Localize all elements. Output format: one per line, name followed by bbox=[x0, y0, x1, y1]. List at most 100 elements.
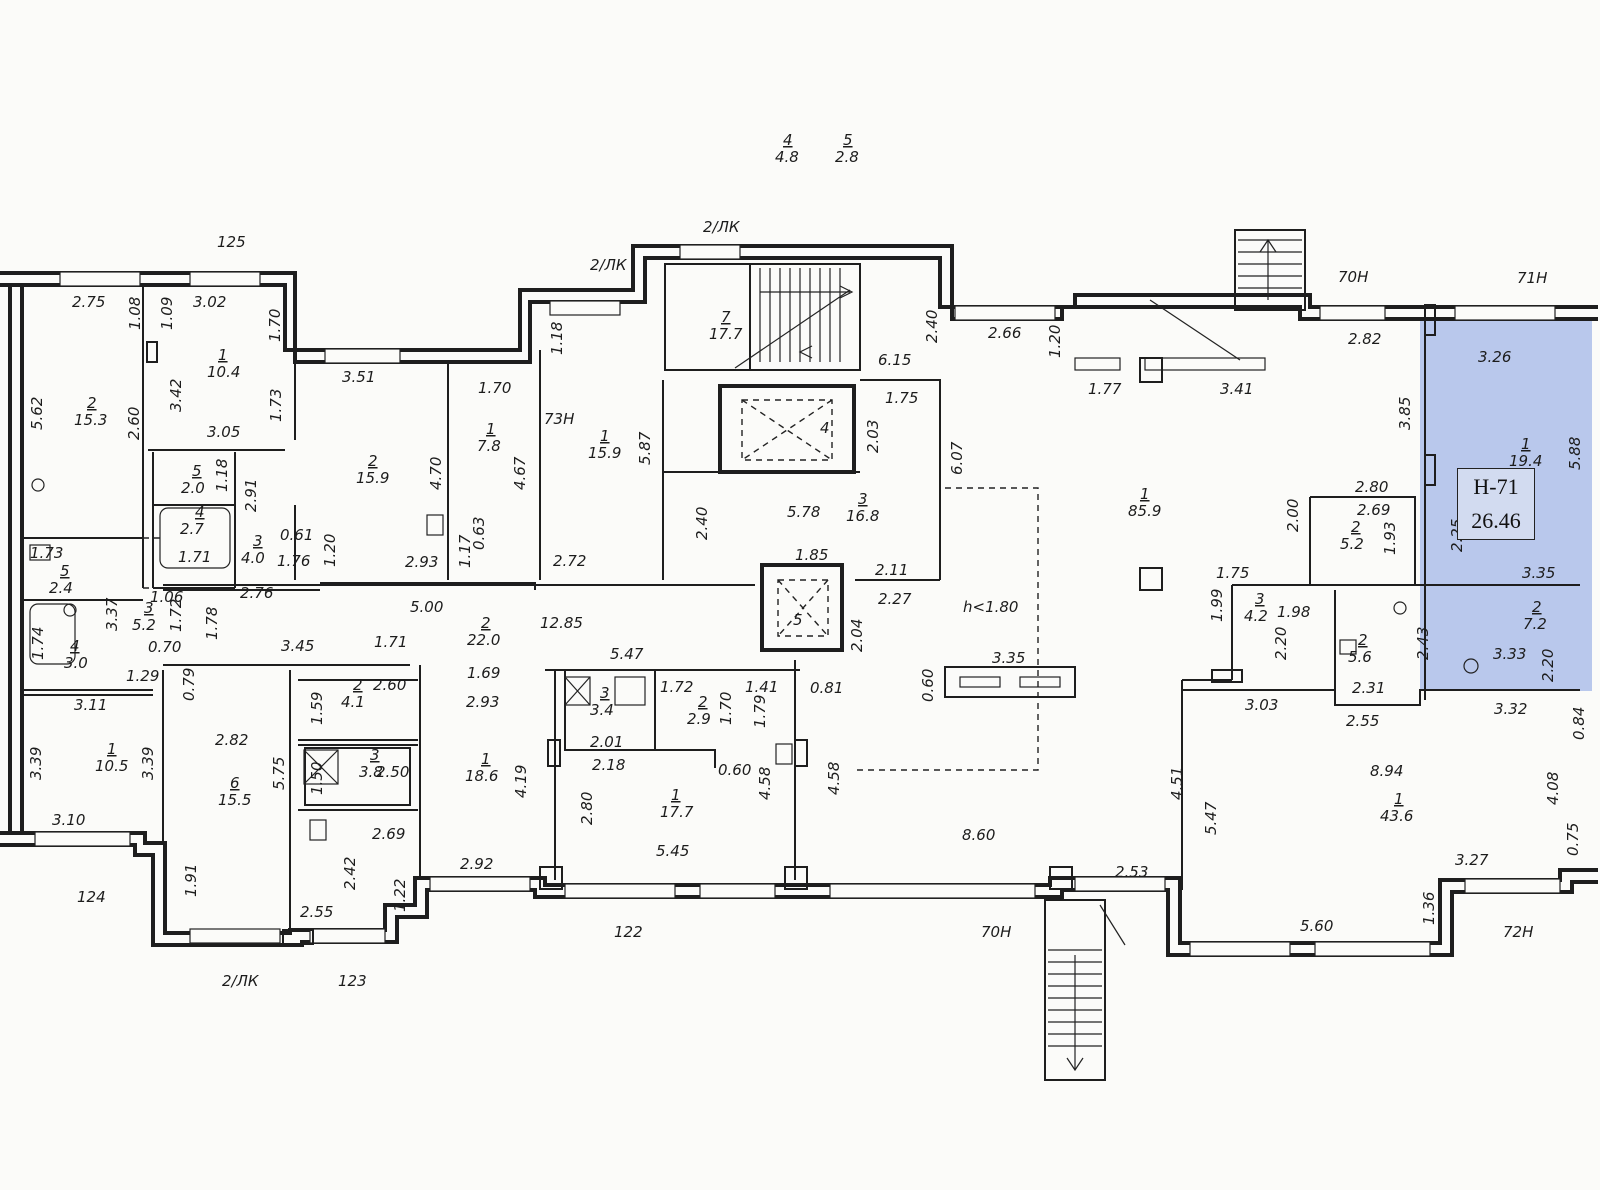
room-area: 15.3 bbox=[74, 411, 107, 429]
dim: 2.03 bbox=[864, 420, 882, 453]
dim: 1.69 bbox=[467, 664, 500, 682]
room-number: 4 bbox=[820, 419, 830, 437]
dim: 0.79 bbox=[180, 668, 198, 701]
room-number: 4 bbox=[195, 503, 205, 521]
room-area: 5.6 bbox=[1348, 648, 1372, 666]
dim: 2.92 bbox=[460, 855, 493, 873]
dim: 2.93 bbox=[466, 693, 499, 711]
fixtures bbox=[29, 478, 1479, 841]
dim: 2.60 bbox=[125, 407, 143, 440]
dim: 2.04 bbox=[848, 619, 866, 652]
room-area: 18.6 bbox=[465, 767, 498, 785]
dim: 1.85 bbox=[795, 546, 828, 564]
dim: 4.08 bbox=[1544, 772, 1562, 805]
dim: 4.58 bbox=[825, 762, 843, 795]
room-number: 2 bbox=[368, 452, 378, 470]
room-area: 4.2 bbox=[1244, 607, 1268, 625]
dim: 2.40 bbox=[923, 310, 941, 343]
room-area: 85.9 bbox=[1128, 502, 1161, 520]
dim: 3.45 bbox=[281, 637, 314, 655]
unit-label: 72Н bbox=[1503, 923, 1533, 941]
dimension-labels: 2.75 1.08 1.09 3.02 1.70 5.62 3.42 2.60 … bbox=[27, 293, 1588, 935]
room-area: 7.8 bbox=[477, 437, 501, 455]
dim: 1.18 bbox=[548, 322, 566, 355]
room-area: 10.4 bbox=[207, 363, 240, 381]
room-number: 2 bbox=[1358, 631, 1368, 649]
room-number: 5 bbox=[793, 611, 803, 629]
dim: 3.05 bbox=[207, 423, 240, 441]
room-number: 1 bbox=[600, 427, 610, 445]
unit-label: 2/ЛК bbox=[222, 972, 260, 990]
dim: 2.00 bbox=[1284, 499, 1302, 532]
dashed-zones bbox=[143, 487, 1039, 771]
dim: 1.70 bbox=[266, 309, 284, 342]
room-area: 15.5 bbox=[218, 791, 251, 809]
dim: 3.37 bbox=[103, 597, 121, 631]
dim: 1.77 bbox=[1088, 380, 1122, 398]
dim: 3.35 bbox=[992, 649, 1025, 667]
columns bbox=[146, 304, 1436, 945]
room-area: 17.7 bbox=[709, 325, 743, 343]
dim: 3.02 bbox=[193, 293, 226, 311]
room-number: 5 bbox=[60, 562, 70, 580]
dim: 3.41 bbox=[1220, 380, 1253, 398]
dim: 2.80 bbox=[1355, 478, 1388, 496]
dim: 5.60 bbox=[1300, 917, 1333, 935]
dim: 2.53 bbox=[1115, 863, 1148, 881]
unit-badge-code: Н-71 bbox=[1473, 474, 1519, 499]
room-number: 2 bbox=[1351, 518, 1361, 536]
dim: 4.67 bbox=[511, 456, 529, 490]
dim: 2.80 bbox=[578, 792, 596, 825]
dim: 2.60 bbox=[373, 676, 406, 694]
room-number: 1 bbox=[1521, 435, 1531, 453]
room-area: 5.2 bbox=[1340, 535, 1364, 553]
room-number: 2 bbox=[1532, 598, 1542, 616]
unit-badge[interactable]: Н-71 26.46 bbox=[1457, 468, 1535, 540]
dim: 2.43 bbox=[1414, 627, 1432, 660]
dim: 1.72 bbox=[167, 599, 185, 632]
room-number: 1 bbox=[486, 420, 496, 438]
room-area: 4.1 bbox=[341, 693, 365, 711]
dim: 2.55 bbox=[300, 903, 333, 921]
dim: 2.50 bbox=[376, 763, 409, 781]
dim: 1.70 bbox=[478, 379, 511, 397]
dim: 5.00 bbox=[410, 598, 443, 616]
dim: 4.51 bbox=[1168, 767, 1186, 800]
room-number: 6 bbox=[230, 774, 240, 792]
dim: 3.26 bbox=[1478, 348, 1511, 366]
room-number: 7 bbox=[721, 308, 731, 326]
room-area: 5.2 bbox=[132, 616, 156, 634]
room-area: 15.9 bbox=[356, 469, 389, 487]
dim: 1.09 bbox=[158, 297, 176, 330]
room-area: 10.5 bbox=[95, 757, 128, 775]
dim: 2.18 bbox=[592, 756, 625, 774]
dim: 5.47 bbox=[610, 645, 644, 663]
dim: 5.47 bbox=[1202, 801, 1220, 835]
dim: 1.71 bbox=[374, 633, 407, 651]
unit-label: 2/ЛК bbox=[590, 256, 628, 274]
room-area: 3.4 bbox=[590, 701, 614, 719]
room-number: 1 bbox=[1394, 790, 1404, 808]
dim: 1.72 bbox=[660, 678, 693, 696]
room-number: 1 bbox=[671, 786, 681, 804]
room-area: 17.7 bbox=[660, 803, 694, 821]
dim: 1.17 bbox=[456, 534, 474, 568]
room-area: 43.6 bbox=[1380, 807, 1413, 825]
room-number: 2 bbox=[481, 614, 491, 632]
dim: 1.36 bbox=[1420, 892, 1438, 925]
unit-label: 123 bbox=[338, 972, 367, 990]
dim: h<1.80 bbox=[963, 598, 1018, 616]
room-labels: 2 15.3 1 10.4 5 2.0 4 2.7 3 4.0 2 15.9 1… bbox=[49, 308, 1547, 825]
stairs bbox=[664, 229, 1306, 1081]
unit-label: 2/ЛК bbox=[703, 218, 741, 236]
dim: 1.29 bbox=[126, 667, 159, 685]
dim: 0.61 bbox=[280, 526, 313, 544]
dim: 1.76 bbox=[277, 552, 310, 570]
room-number: 1 bbox=[1140, 485, 1150, 503]
dim: 1.98 bbox=[1277, 603, 1310, 621]
room-number: 1 bbox=[107, 740, 117, 758]
dim: 5.62 bbox=[28, 397, 46, 430]
room-number: 4 bbox=[70, 637, 80, 655]
dim: 3.27 bbox=[1455, 851, 1489, 869]
